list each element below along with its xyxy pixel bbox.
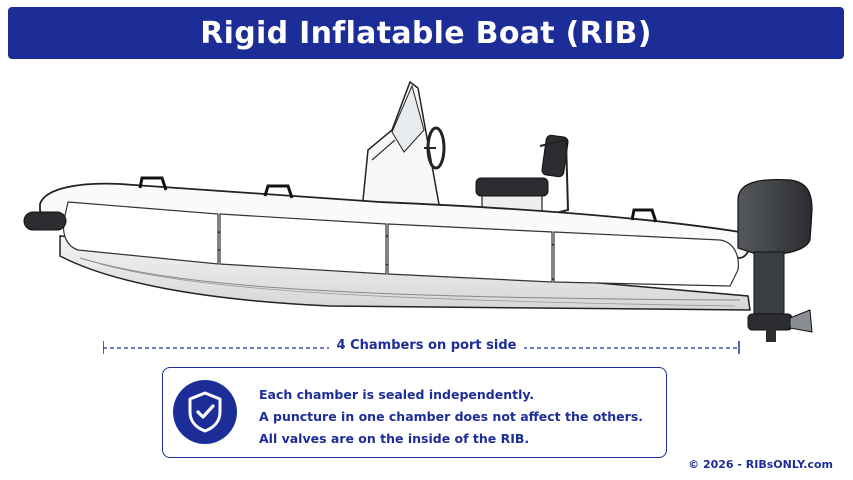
grab-handle-3 (630, 208, 658, 223)
copyright: © 2026 - RIBsONLY.com (688, 458, 833, 471)
title-bar: Rigid Inflatable Boat (RIB) (8, 7, 844, 59)
boat-illustration (23, 80, 813, 342)
grab-handle-2 (263, 184, 294, 199)
grab-handle-1 (138, 176, 168, 191)
page-title: Rigid Inflatable Boat (RIB) (200, 15, 652, 51)
info-line-2: A puncture in one chamber does not affec… (259, 409, 644, 424)
outboard-engine (737, 178, 813, 342)
chamber-panel-3 (387, 223, 553, 283)
info-text: Each chamber is sealed independently. A … (259, 384, 659, 450)
bow-fender (23, 211, 67, 231)
shield-check-icon (188, 391, 222, 433)
dimension-label: 4 Chambers on port side (328, 338, 525, 353)
dimension-label-wrap: 4 Chambers on port side (0, 338, 853, 353)
chamber-panel-2 (219, 213, 387, 275)
seat-cushion (475, 177, 549, 197)
info-box: Each chamber is sealed independently. A … (162, 367, 667, 458)
info-line-3: All valves are on the inside of the RIB. (259, 431, 530, 446)
chamber-panel-4 (553, 231, 739, 287)
shield-badge (173, 380, 237, 444)
info-line-1: Each chamber is sealed independently. (259, 387, 535, 402)
